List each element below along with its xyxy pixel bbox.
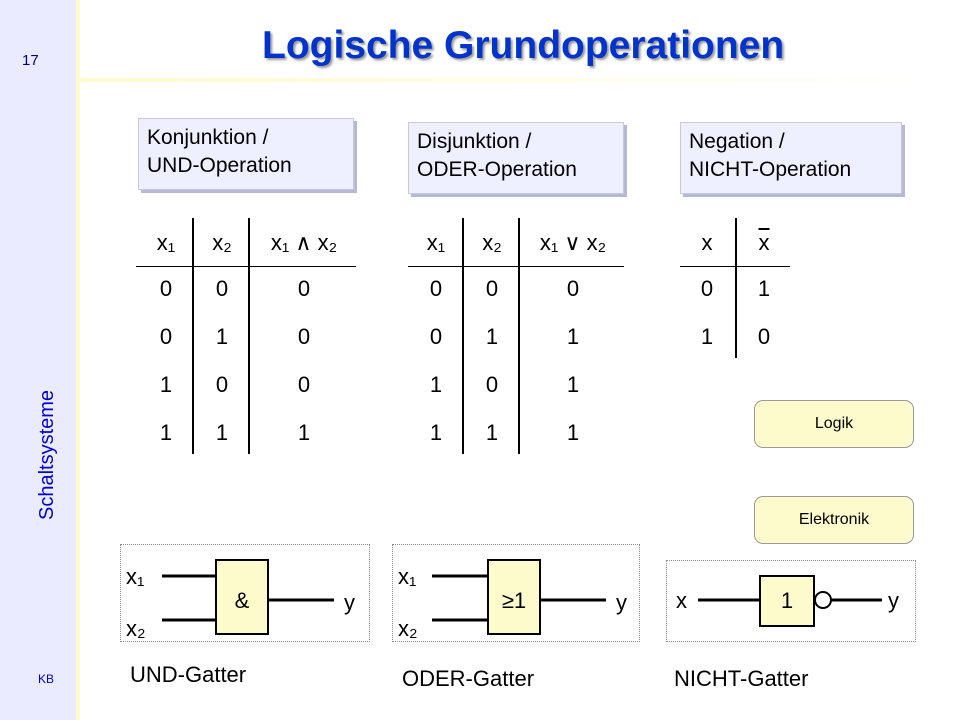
table-cell: 1 xyxy=(485,324,499,349)
table-divider xyxy=(518,218,520,454)
header-x-negated: x xyxy=(758,230,770,255)
disjunction-label: Disjunktion / ODER-Operation xyxy=(408,122,624,194)
and-gate-body xyxy=(215,559,269,635)
table-cell: 0 xyxy=(485,276,499,301)
table-cell: 1 xyxy=(429,372,443,397)
output-label-y: y xyxy=(616,590,627,615)
or-gate-caption: ODER-Gatter xyxy=(402,666,535,691)
table-cell: 0 xyxy=(215,372,229,397)
negation-label-line2: NICHT-Operation xyxy=(689,158,852,181)
conjunction-label-line1: Konjunktion / xyxy=(147,126,269,149)
not-gate-frame xyxy=(666,560,916,642)
or-gate-body xyxy=(487,559,541,635)
and-gate-diagram: & x₁ x₂ y xyxy=(126,559,355,640)
and-gate-symbol: & xyxy=(235,588,250,613)
and-gate-frame xyxy=(120,544,370,642)
table-cell: 0 xyxy=(429,324,443,349)
table-cell: 1 xyxy=(159,420,173,445)
header-x2: x₂ xyxy=(482,230,502,255)
table-cell: 1 xyxy=(485,420,499,445)
table-header-rule xyxy=(408,266,624,267)
not-gate-symbol: 1 xyxy=(781,588,793,613)
table-cell: 1 xyxy=(757,276,771,301)
table-cell: 0 xyxy=(757,324,771,349)
sidebar-accent xyxy=(76,0,80,720)
not-gate-body xyxy=(759,575,815,627)
table-cell: 1 xyxy=(700,324,714,349)
author-initials: KB xyxy=(38,672,55,686)
not-gate-caption: NICHT-Gatter xyxy=(674,666,809,691)
table-header-rule xyxy=(136,266,356,267)
table-cell: 1 xyxy=(215,420,229,445)
table-cell: 1 xyxy=(566,420,580,445)
output-label-y: y xyxy=(344,590,355,615)
or-gate-diagram: ≥1 x₁ x₂ y xyxy=(398,559,627,640)
table-cell: 1 xyxy=(429,420,443,445)
or-gate-symbol: ≥1 xyxy=(502,588,526,613)
table-cell: 0 xyxy=(297,372,311,397)
or-gate-frame xyxy=(392,544,640,642)
conjunction-label-line2: UND-Operation xyxy=(147,154,292,177)
output-label-y: y xyxy=(888,588,899,613)
truth-table-not: x x 0 1 1 0 xyxy=(680,218,790,358)
table-cell: 0 xyxy=(485,372,499,397)
page-number: 17 xyxy=(22,52,39,69)
header-x: x xyxy=(701,230,713,255)
header-x1: x₁ xyxy=(426,230,446,255)
negation-label: Negation / NICHT-Operation xyxy=(680,122,902,194)
table-divider xyxy=(192,218,194,454)
table-divider xyxy=(462,218,464,454)
negation-label-line1: Negation / xyxy=(689,130,785,153)
header-result: x₁ ∨ x₂ xyxy=(539,230,607,255)
and-gate-caption: UND-Gatter xyxy=(130,662,247,687)
input-label-x2: x₂ xyxy=(126,616,146,640)
table-cell: 0 xyxy=(297,324,311,349)
input-label-x1: x₁ xyxy=(398,564,416,589)
table-cell: 0 xyxy=(215,276,229,301)
truth-table-and: x₁ x₂ x₁ ∧ x₂ 0 0 0 0 1 0 1 0 0 1 1 1 xyxy=(136,218,356,454)
sidebar-title: Schaltsysteme xyxy=(36,389,58,520)
table-cell: 1 xyxy=(566,372,580,397)
table-cell: 0 xyxy=(159,324,173,349)
disjunction-label-line1: Disjunktion / xyxy=(417,130,532,153)
header-result: x₁ ∧ x₂ xyxy=(270,230,338,255)
table-cell: 1 xyxy=(297,420,311,445)
header-x2: x₂ xyxy=(212,230,232,255)
truth-table-or: x₁ x₂ x₁ ∨ x₂ 0 0 0 0 1 1 1 0 1 1 1 1 xyxy=(408,218,624,454)
page-title: Logische Grundoperationen xyxy=(262,24,785,67)
table-cell: 1 xyxy=(159,372,173,397)
sidebar xyxy=(0,0,80,720)
table-divider xyxy=(248,218,250,454)
inversion-bubble xyxy=(814,591,832,609)
table-cell: 1 xyxy=(566,324,580,349)
title-underline xyxy=(80,78,960,82)
not-gate-diagram: 1 x y xyxy=(676,575,899,627)
table-divider xyxy=(735,218,737,358)
input-label-x1: x₁ xyxy=(126,564,144,589)
electronics-tag: Elektronik xyxy=(754,496,914,544)
table-cell: 0 xyxy=(700,276,714,301)
input-label-x: x xyxy=(676,588,687,613)
input-label-x2: x₂ xyxy=(398,616,418,640)
header-x1: x₁ xyxy=(156,230,176,255)
table-cell: 1 xyxy=(215,324,229,349)
table-cell: 0 xyxy=(429,276,443,301)
conjunction-label: Konjunktion / UND-Operation xyxy=(138,118,354,190)
table-cell: 0 xyxy=(566,276,580,301)
table-cell: 0 xyxy=(159,276,173,301)
logic-tag: Logik xyxy=(754,400,914,448)
disjunction-label-line2: ODER-Operation xyxy=(417,158,577,181)
table-cell: 0 xyxy=(297,276,311,301)
